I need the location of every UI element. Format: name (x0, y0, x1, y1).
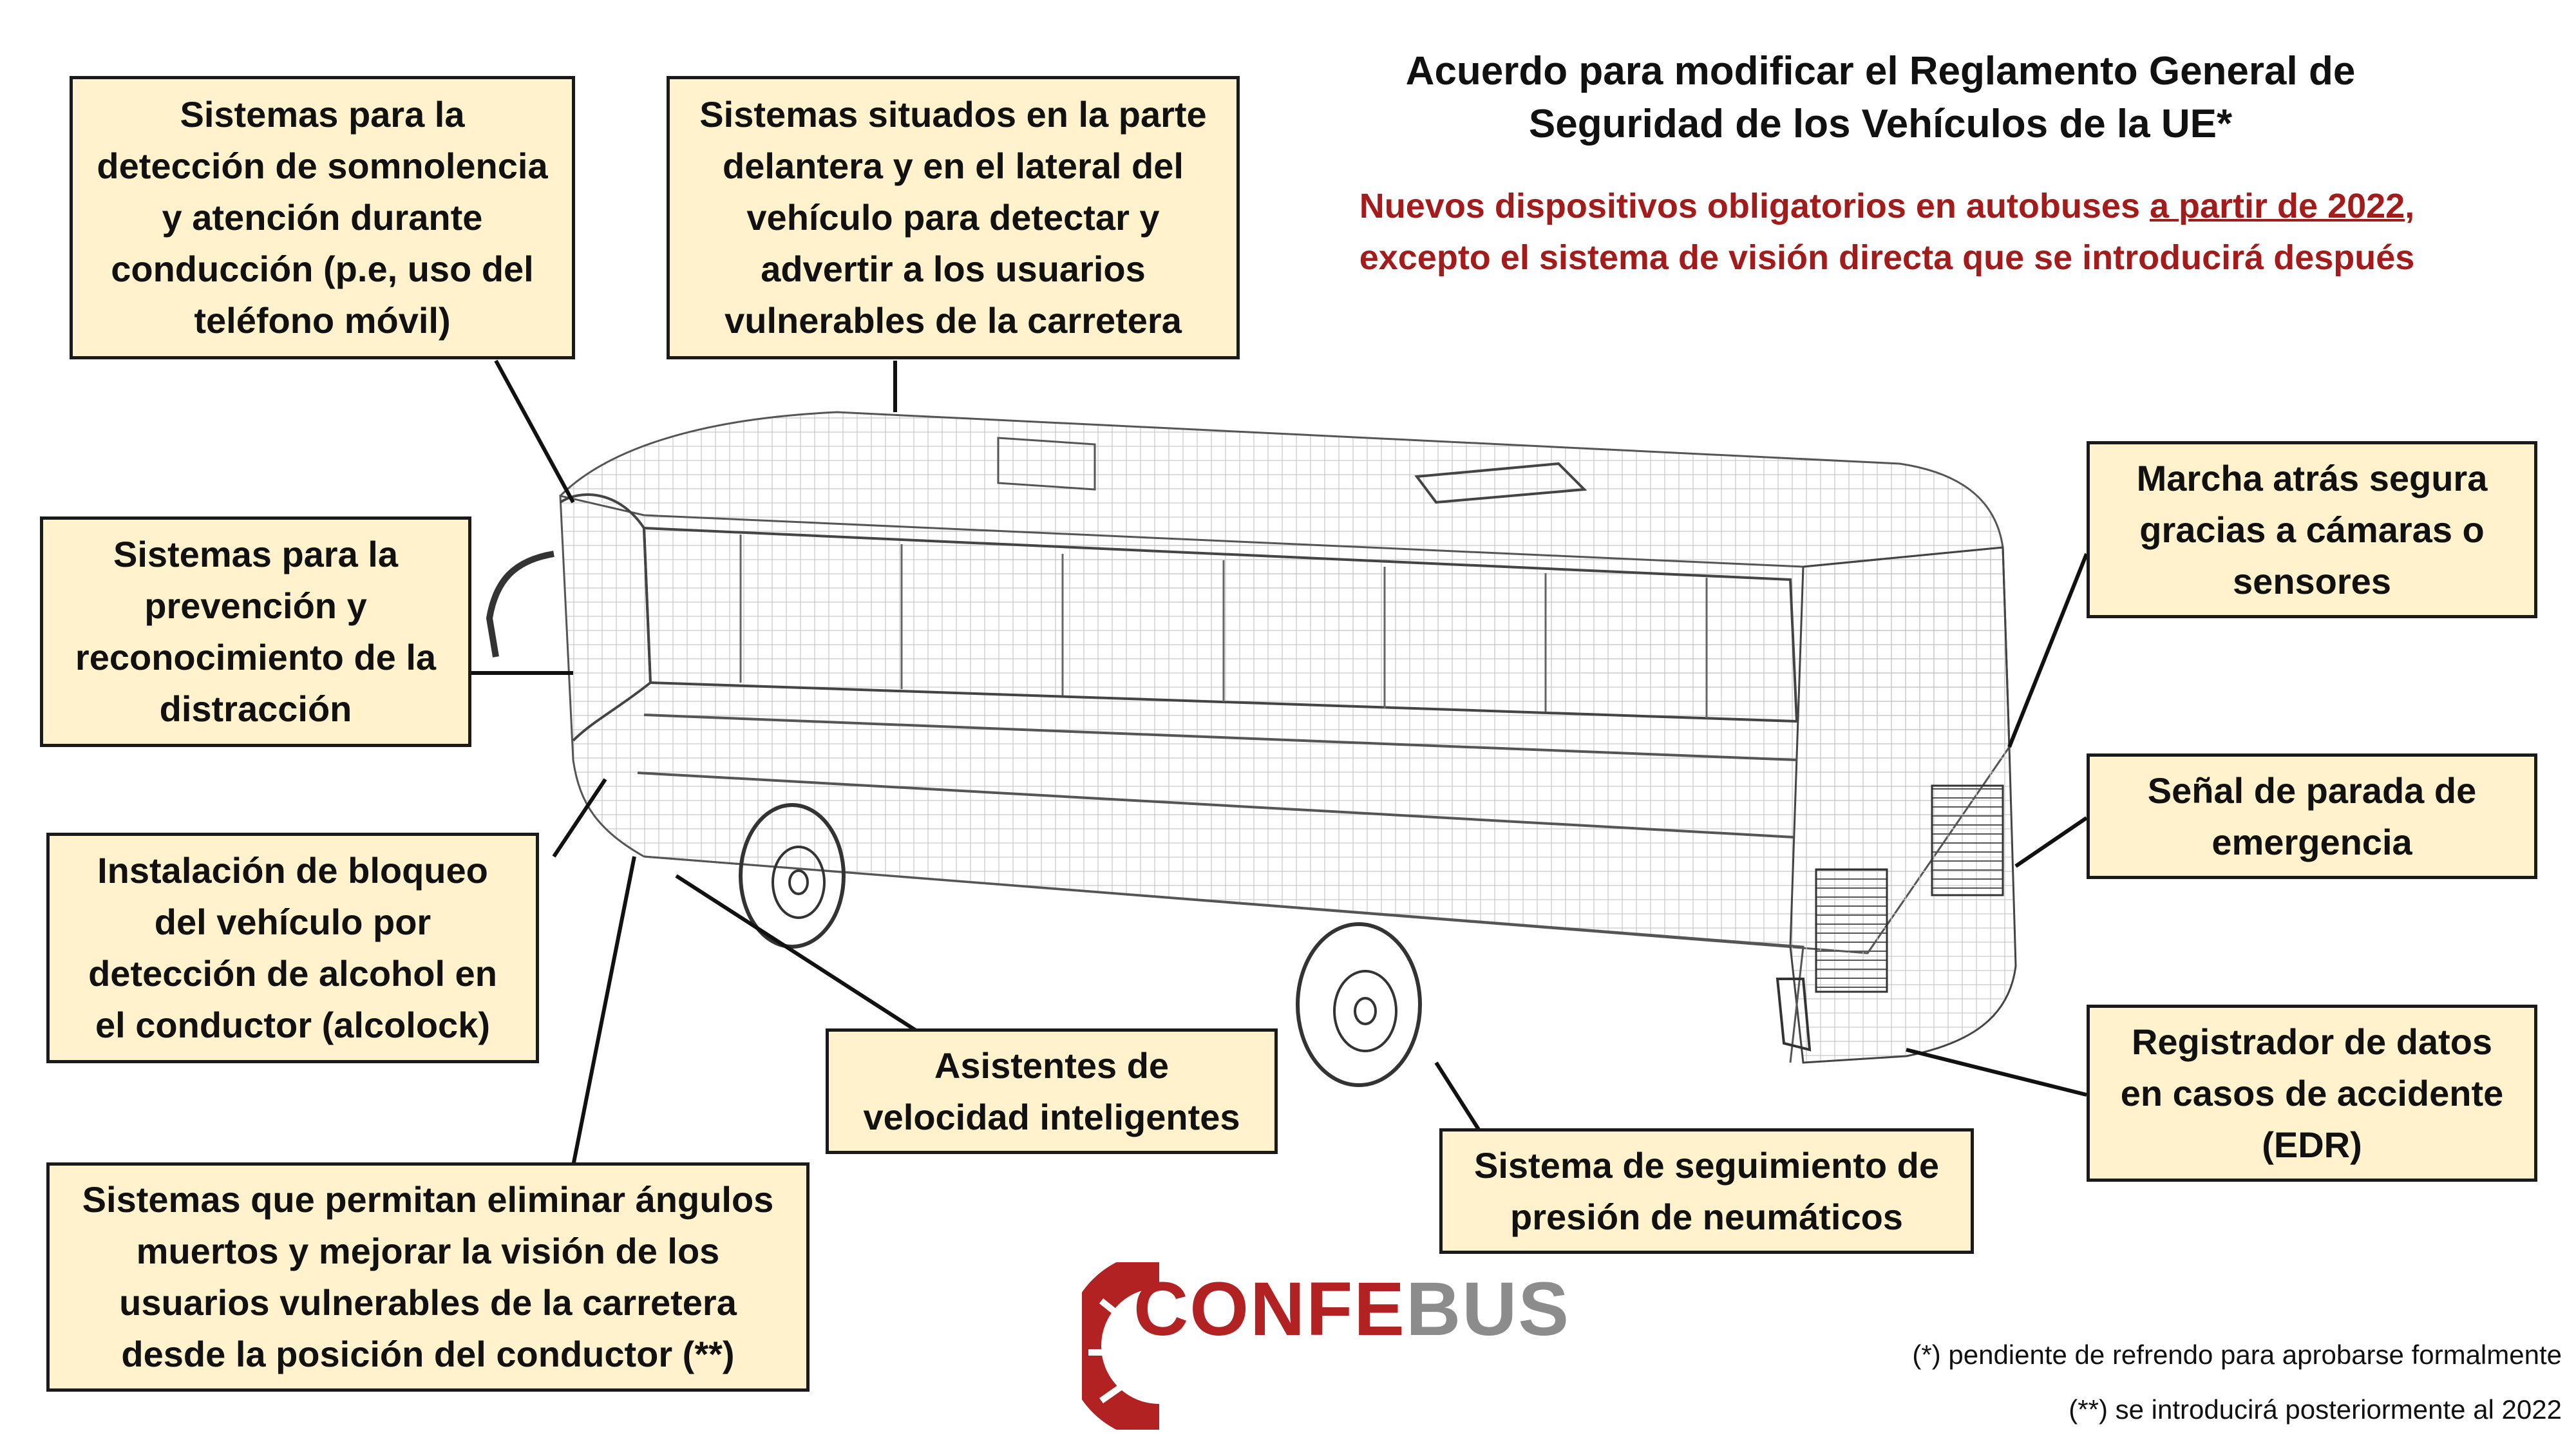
confebus-logo-mark (1082, 1262, 1160, 1430)
callout-intelligent-speed-assistance: Asistentes de velocidad inteligentes (826, 1028, 1278, 1154)
callout-distraction-prevention: Sistemas para la prevención y reconocimi… (40, 516, 471, 747)
subtitle-text-2: , excepto el sistema de visión directa q… (1359, 187, 2415, 277)
logo-text-confe: CONFE (1133, 1267, 1406, 1352)
callout-emergency-stop-signal: Señal de parada de emergencia (2087, 753, 2537, 879)
footnote-later-introduction: (**) se introducirá posteriormente al 20… (2069, 1394, 2562, 1425)
footnote-pending-endorsement: (*) pendiente de refrendo para aprobarse… (1912, 1340, 2562, 1370)
callout-alcolock: Instalación de bloqueo del vehículo por … (46, 833, 539, 1063)
bus-body (486, 411, 2017, 1064)
callout-vulnerable-road-users-front-side: Sistemas situados en la parte delantera … (667, 76, 1240, 359)
subtitle-text-1: Nuevos dispositivos obligatorios en auto… (1359, 187, 2150, 225)
confebus-logo-text: CONFEBUS (1133, 1267, 1570, 1351)
callout-event-data-recorder: Registrador de datos en casos de acciden… (2087, 1005, 2537, 1182)
subtitle-underlined-date: a partir de 2022 (2149, 187, 2405, 225)
rear-wheel (1296, 922, 1422, 1087)
callout-tyre-pressure-monitoring: Sistema de seguimiento de presión de neu… (1439, 1128, 1974, 1254)
front-wheel (739, 803, 846, 949)
leader-lines (471, 359, 2088, 1166)
page-subtitle: Nuevos dispositivos obligatorios en auto… (1340, 180, 2434, 283)
callout-safe-reversing: Marcha atrás segura gracias a cámaras o … (2087, 441, 2537, 618)
logo-text-bus: BUS (1406, 1267, 1571, 1352)
callout-blind-spots: Sistemas que permitan eliminar ángulos m… (46, 1162, 810, 1392)
page-title: Acuerdo para modificar el Reglamento Gen… (1405, 49, 2356, 146)
callout-drowsiness-detection: Sistemas para la detección de somnolenci… (70, 76, 575, 359)
